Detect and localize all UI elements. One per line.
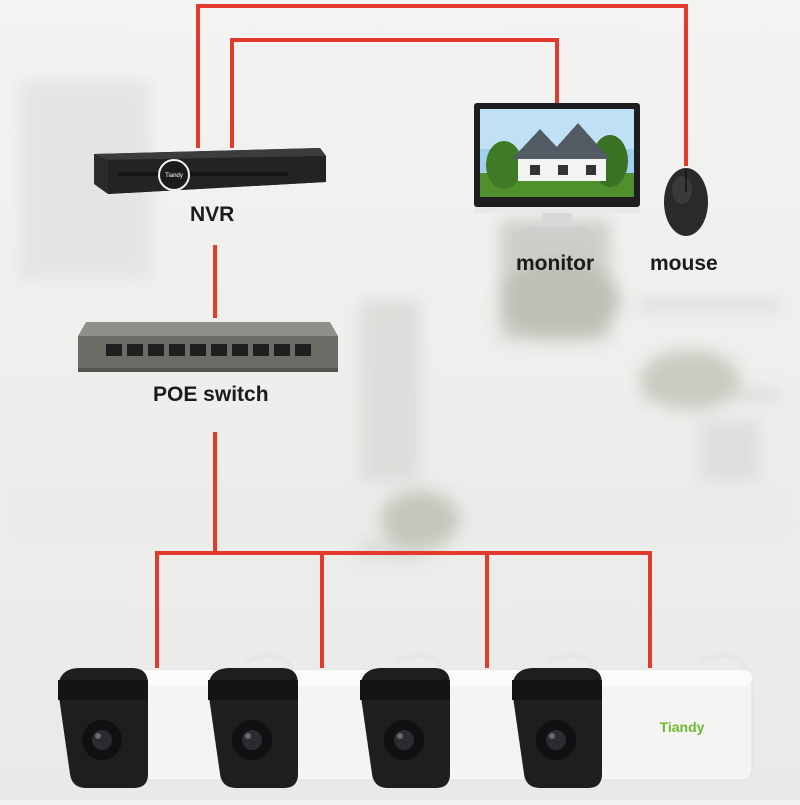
mouse-device [662,166,710,238]
switch-port [190,344,206,356]
camera-4: Tiandy [512,640,757,800]
wire-nvr-to-monitor [230,38,559,148]
wire-poe_switch-to-camera-4 [487,551,652,668]
switch-port [127,344,143,356]
monitor-device [474,103,640,235]
switch-port [211,344,227,356]
monitor-label: monitor [516,252,595,275]
wire-nvr-to-mouse [196,4,688,166]
switch-port [148,344,164,356]
switch-port [169,344,185,356]
switch-port [106,344,122,356]
mouse-label: mouse [650,252,718,275]
switch-port [295,344,311,356]
poe-switch-label: POE switch [153,383,269,406]
poe-switch-device [76,318,340,376]
switch-port [253,344,269,356]
nvr-device: Tiandy [88,142,328,198]
nvr-label: NVR [190,203,235,226]
camera-logo: Tiandy [660,719,705,735]
switch-port [274,344,290,356]
nvr-logo: Tiandy [165,173,183,179]
switch-port [232,344,248,356]
wire-poe_switch-to-camera-1 [155,432,217,668]
